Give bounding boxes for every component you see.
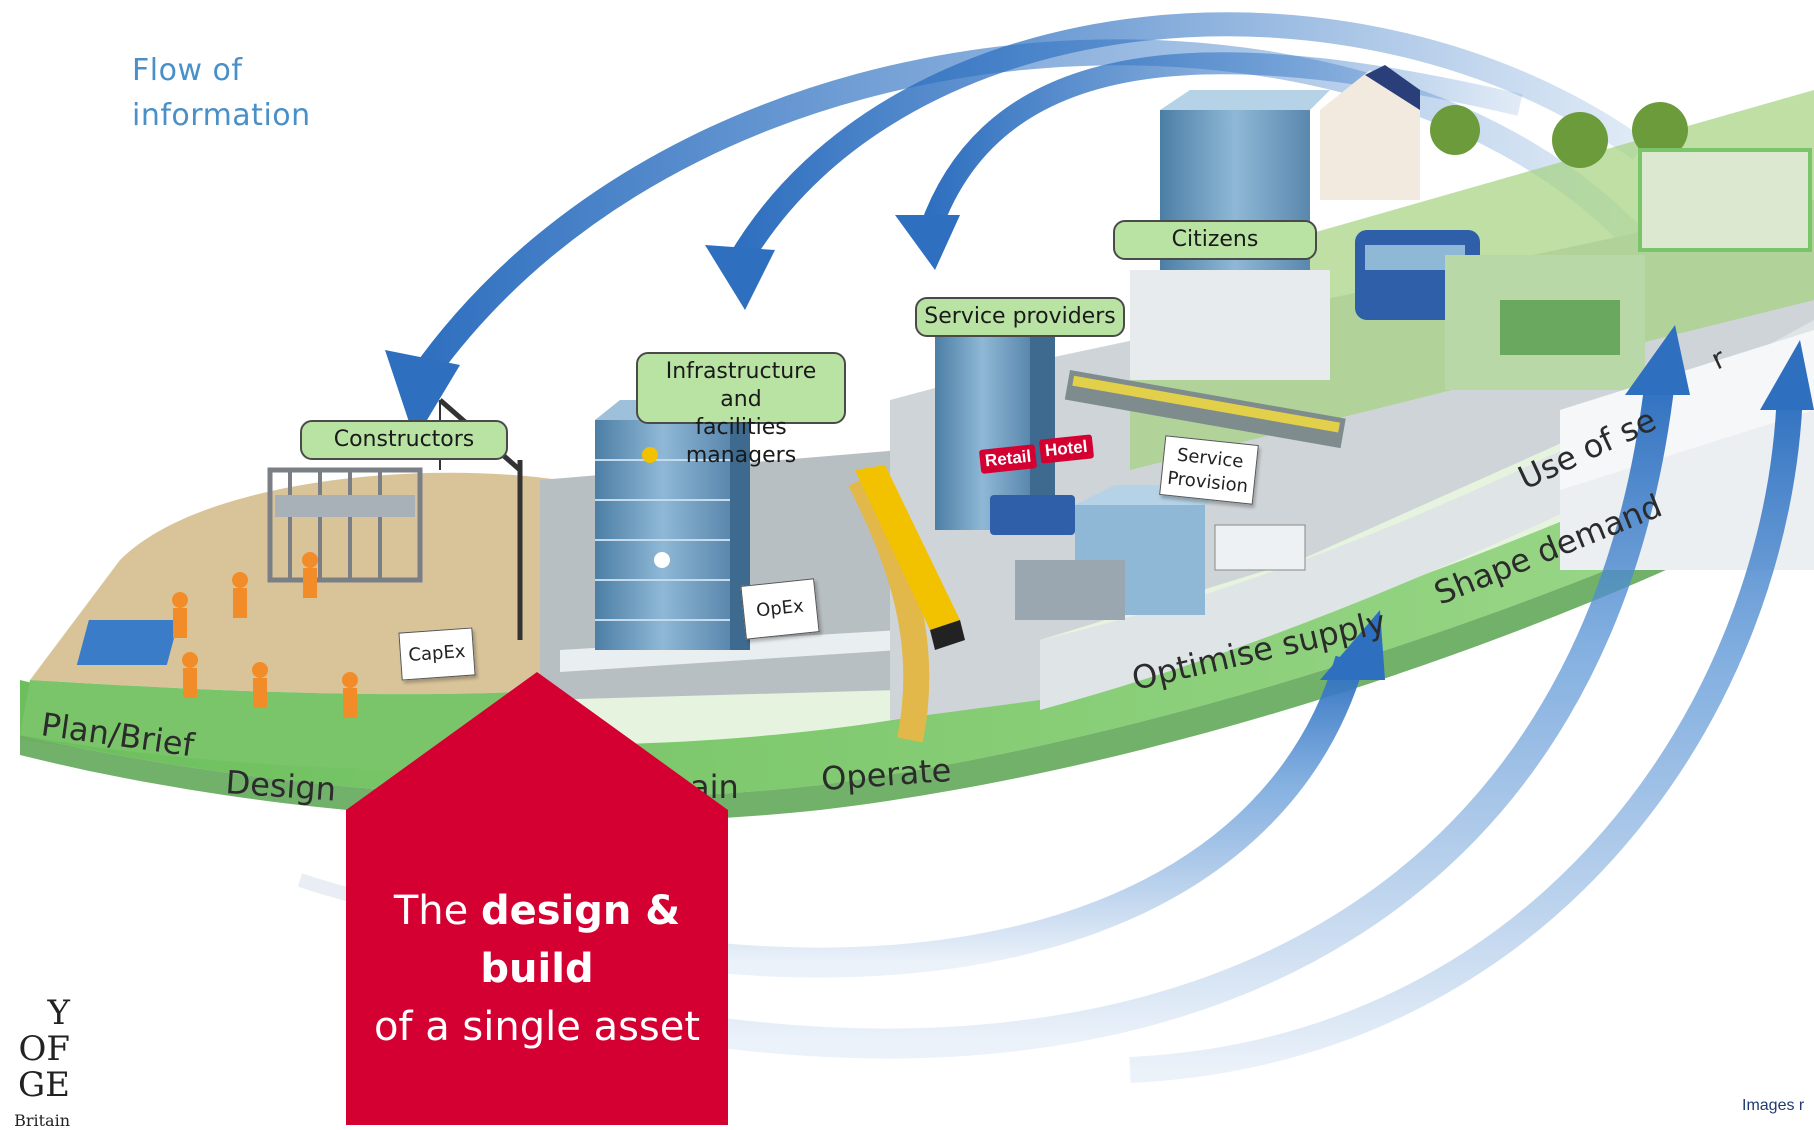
university-logo: Y OF GE Britain <box>0 993 70 1130</box>
service-providers-label: Service providers <box>915 297 1125 337</box>
callout-line1: The design & build <box>346 882 728 998</box>
callout-line2: of a single asset <box>373 1004 701 1050</box>
image-credit: Images r <box>1742 1097 1805 1114</box>
railway <box>848 370 1346 743</box>
flow-title-line2: information <box>132 98 311 133</box>
construction-site <box>76 398 523 718</box>
stage-design: Design <box>224 763 337 809</box>
flow-of-information-title: Flow of information <box>132 48 311 138</box>
logo-line3: Britain <box>14 1111 70 1130</box>
callout-arrow-shape <box>346 672 728 1125</box>
infrastructure-managers-label: Infrastructure and facilities managers <box>636 352 846 468</box>
logo-line2: GE <box>18 1065 70 1105</box>
infra-line1: Infrastructure and <box>665 359 817 412</box>
flow-title-line1: Flow of <box>132 53 243 88</box>
callout-bold: design & build <box>480 888 681 992</box>
logo-line1: Y OF <box>18 993 70 1069</box>
opex-card: OpEx <box>740 578 820 640</box>
stage-operate: Operate <box>820 751 953 798</box>
constructors-label: Constructors <box>300 420 508 460</box>
infra-line2: facilities managers <box>685 415 797 468</box>
service-buildings <box>935 310 1306 620</box>
citizens-label: Citizens <box>1113 220 1317 260</box>
callout-prefix: The <box>393 888 481 934</box>
callout-text: The design & build of a single asset <box>346 882 728 1056</box>
service-provision-card: Service Provision <box>1159 435 1259 505</box>
office-tower <box>595 400 750 650</box>
design-build-callout: The design & build of a single asset <box>346 672 728 1125</box>
